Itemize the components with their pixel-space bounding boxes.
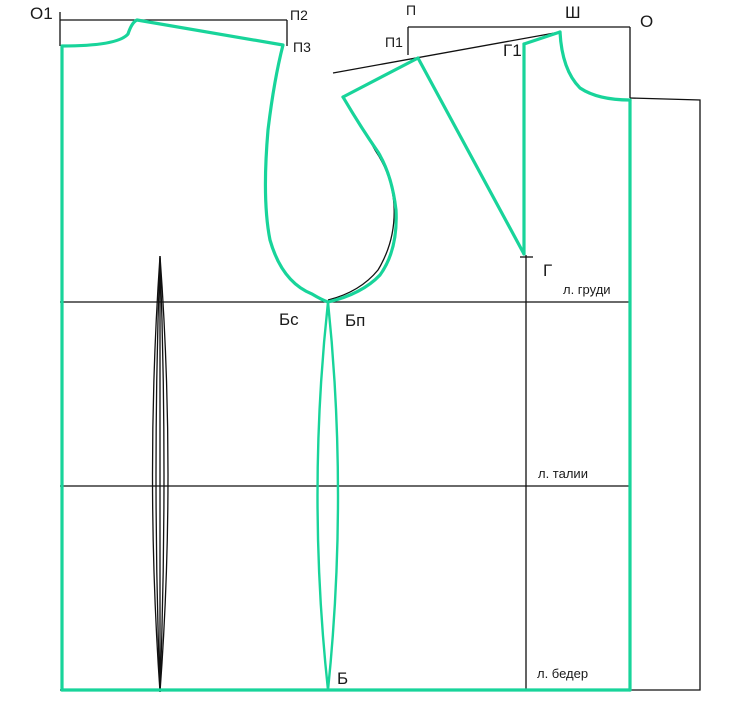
point-label-bs: Бс — [279, 310, 299, 329]
waist-line-label: л. талии — [538, 466, 588, 481]
back-dart-inner — [155, 255, 165, 693]
shoulder-slope-line — [332, 31, 561, 74]
front-dart-leg-1 — [416, 56, 526, 256]
side-seam-lens — [316, 300, 340, 692]
point-label-g1: Г1 — [503, 41, 522, 60]
front-neckline — [558, 30, 632, 102]
point-label-p2: П2 — [290, 7, 308, 23]
point-label-sh: Ш — [565, 3, 581, 22]
front-shoulder — [341, 56, 420, 99]
labels: О1 П2 П3 П П1 Ш О Г1 Г Бс Бп Б л. груди … — [30, 2, 653, 688]
hip-line-label: л. бедер — [537, 666, 588, 681]
point-label-p3: П3 — [293, 39, 311, 55]
point-label-p1: П1 — [385, 34, 403, 50]
point-label-bp: Бп — [345, 311, 365, 330]
construction-lines — [59, 12, 701, 693]
pattern-contour — [60, 18, 632, 692]
front-shoulder-2 — [522, 30, 562, 46]
point-label-b: Б — [337, 669, 348, 688]
length-measurement-bracket — [629, 97, 701, 691]
back-contour — [60, 18, 330, 692]
point-label-p: П — [406, 2, 416, 18]
chest-line-label: л. груди — [563, 282, 611, 297]
point-label-o1: О1 — [30, 4, 53, 23]
point-label-g: Г — [543, 261, 552, 280]
point-label-o: О — [640, 12, 653, 31]
front-armhole — [326, 95, 398, 304]
